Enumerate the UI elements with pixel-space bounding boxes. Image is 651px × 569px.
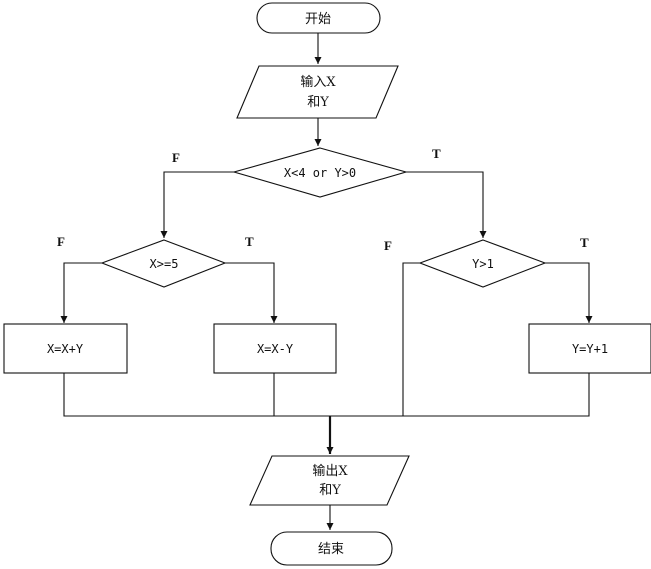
- output-label-line2: 和Y: [319, 483, 341, 498]
- edge-main-condition-true: [406, 171, 487, 238]
- edge-y-condition-true: [545, 262, 593, 323]
- input-label-line1: 输入X: [300, 74, 336, 90]
- x-false-label: F: [57, 234, 65, 249]
- y-true-label: T: [580, 235, 589, 250]
- process-inc-label: Y=Y+1: [572, 342, 608, 356]
- start-node: 开始: [256, 2, 381, 34]
- x-condition-label: X>=5: [150, 257, 179, 271]
- main-condition-node: X<4 or Y>0: [231, 147, 409, 198]
- output-label-line1: 输出X: [312, 463, 348, 479]
- main-condition-label: X<4 or Y>0: [284, 166, 356, 180]
- edge-main-condition-false: [160, 171, 234, 238]
- end-label: 结束: [318, 542, 344, 557]
- input-label-line2: 和Y: [307, 95, 329, 110]
- edge-add-to-merge: [63, 373, 330, 417]
- start-label: 开始: [305, 12, 331, 27]
- main-false-label: F: [172, 150, 180, 165]
- edge-x-condition-true: [225, 262, 278, 323]
- input-node: 输入X 和Y: [236, 65, 399, 119]
- output-node: 输出X 和Y: [249, 455, 410, 506]
- edge-x-condition-false: [60, 262, 102, 323]
- process-sub-node: X=X-Y: [213, 323, 337, 374]
- y-condition-node: Y>1: [418, 239, 547, 288]
- edge-y-condition-false: [330, 262, 420, 417]
- y-false-label: F: [384, 238, 392, 253]
- edge-inc-to-merge: [330, 373, 590, 417]
- x-true-label: T: [245, 234, 254, 249]
- y-condition-label: Y>1: [472, 257, 494, 271]
- process-add-label: X=X+Y: [47, 342, 84, 356]
- x-condition-node: X>=5: [100, 239, 227, 288]
- process-sub-label: X=X-Y: [257, 342, 294, 356]
- process-add-node: X=X+Y: [3, 323, 128, 374]
- main-true-label: T: [432, 146, 441, 161]
- end-node: 结束: [270, 531, 393, 566]
- process-inc-node: Y=Y+1: [528, 323, 651, 374]
